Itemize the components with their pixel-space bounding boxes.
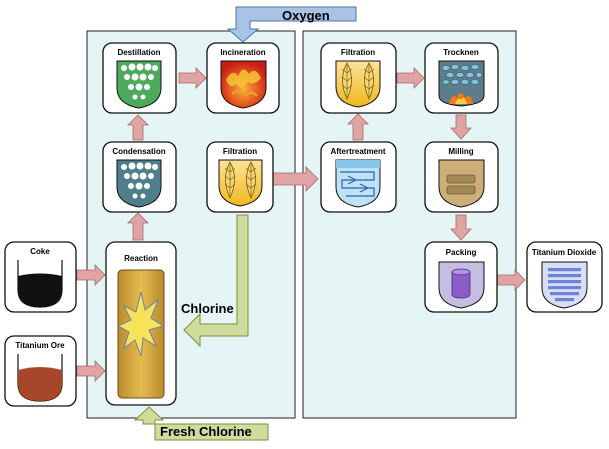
mill-shield-icon xyxy=(438,159,485,208)
arrow-milling-to-packing xyxy=(450,214,472,241)
product-shield-icon xyxy=(541,261,588,309)
arrow-ore-to-reaction xyxy=(76,360,106,382)
fresh-chlorine-arrow xyxy=(133,406,269,441)
titanium-ore-label: Titanium Ore xyxy=(15,341,65,350)
aftertreatment-shield-icon xyxy=(335,159,381,208)
distillation-label: Destillation xyxy=(117,48,160,57)
filter-shield-icon xyxy=(335,60,381,108)
arrow-filtration-to-drying xyxy=(396,67,425,89)
dryer-icon xyxy=(438,60,485,107)
coke-label: Coke xyxy=(30,247,50,256)
oxygen-label: Oxygen xyxy=(282,8,330,23)
arrow-filtration-to-aftertreatment xyxy=(272,166,319,192)
arrow-drying-to-milling xyxy=(450,114,472,140)
chlorine-arrow xyxy=(183,214,249,348)
fire-shield-icon xyxy=(220,60,267,109)
filtration-right-label: Filtration xyxy=(341,48,375,57)
filter-shield-icon xyxy=(218,159,263,207)
packing-label: Packing xyxy=(446,248,477,257)
arrow-distillation-to-incineration xyxy=(178,67,207,89)
ore-container-icon xyxy=(17,354,63,402)
aftertreatment-label: Aftertreatment xyxy=(330,147,385,156)
oxygen-arrow xyxy=(226,6,357,43)
arrow-condensation-to-distillation xyxy=(127,114,149,141)
arrow-packing-to-tio2 xyxy=(496,269,526,291)
titanium-dioxide-label: Titanium Dioxide xyxy=(532,248,597,257)
filtration-left-label: Filtration xyxy=(223,147,257,156)
chlorine-label: Chlorine xyxy=(181,301,234,316)
distillation-shield-icon xyxy=(116,60,162,109)
condensation-shield-icon xyxy=(116,159,162,208)
fresh-chlorine-label: Fresh Chlorine xyxy=(160,424,252,439)
incineration-label: Incineration xyxy=(220,48,265,57)
arrow-reaction-to-condensation xyxy=(127,212,149,241)
reaction-label: Reaction xyxy=(124,254,158,263)
packing-shield-icon xyxy=(438,261,485,309)
coke-container-icon xyxy=(17,260,63,308)
arrow-coke-to-reaction xyxy=(76,264,106,286)
drying-label: Trocknen xyxy=(443,48,479,57)
arrow-aftertreatment-to-filtration xyxy=(347,113,369,141)
milling-label: Milling xyxy=(448,147,473,156)
condensation-label: Condensation xyxy=(112,147,165,156)
reactor-icon xyxy=(116,269,165,399)
